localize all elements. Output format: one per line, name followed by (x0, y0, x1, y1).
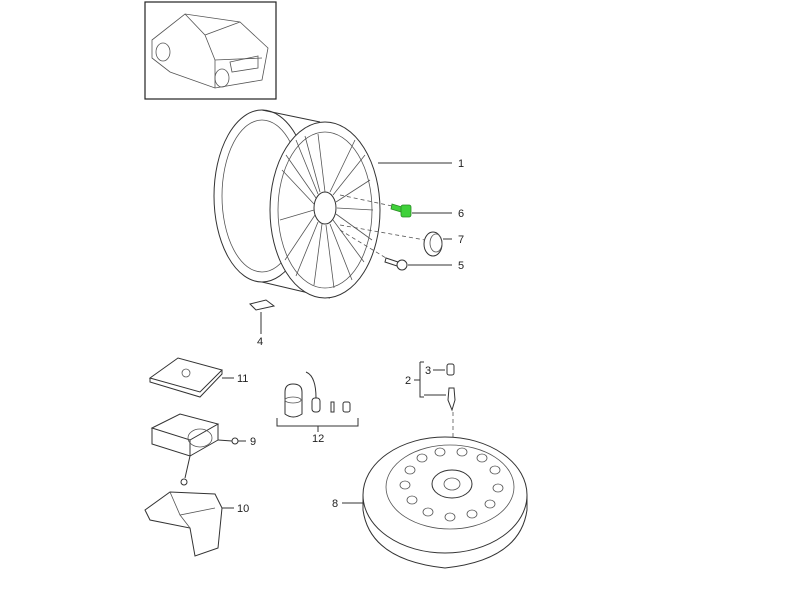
label-5[interactable]: 5 (458, 260, 464, 272)
label-9[interactable]: 9 (250, 436, 256, 448)
label-11[interactable]: 11 (237, 373, 248, 385)
label-8[interactable]: 8 (332, 498, 338, 510)
leader-lines (222, 162, 454, 509)
center-cap[interactable] (423, 231, 443, 257)
label-2[interactable]: 2 (405, 375, 411, 387)
label-6[interactable]: 6 (458, 208, 464, 220)
tyre-compressor[interactable] (150, 413, 239, 486)
wheel-bolt-highlighted[interactable] (390, 203, 412, 218)
label-7[interactable]: 7 (458, 234, 464, 246)
compressor-bracket[interactable] (144, 491, 223, 557)
wheel-bolt[interactable] (384, 257, 408, 271)
alloy-wheel[interactable] (213, 109, 381, 299)
part-labels: 1 6 7 5 4 11 9 10 12 2 3 8 (237, 158, 464, 515)
label-10[interactable]: 10 (237, 503, 249, 515)
tyre-valve[interactable] (446, 363, 456, 412)
vehicle-thumbnail[interactable] (144, 1, 277, 100)
balance-weight[interactable] (249, 299, 276, 311)
label-12[interactable]: 12 (312, 433, 324, 445)
spare-wheel[interactable] (362, 436, 528, 569)
compressor-cover[interactable] (148, 357, 223, 398)
label-1[interactable]: 1 (458, 158, 464, 170)
label-3[interactable]: 3 (425, 365, 431, 377)
sealant-kit[interactable] (284, 371, 351, 418)
label-4[interactable]: 4 (257, 336, 263, 348)
